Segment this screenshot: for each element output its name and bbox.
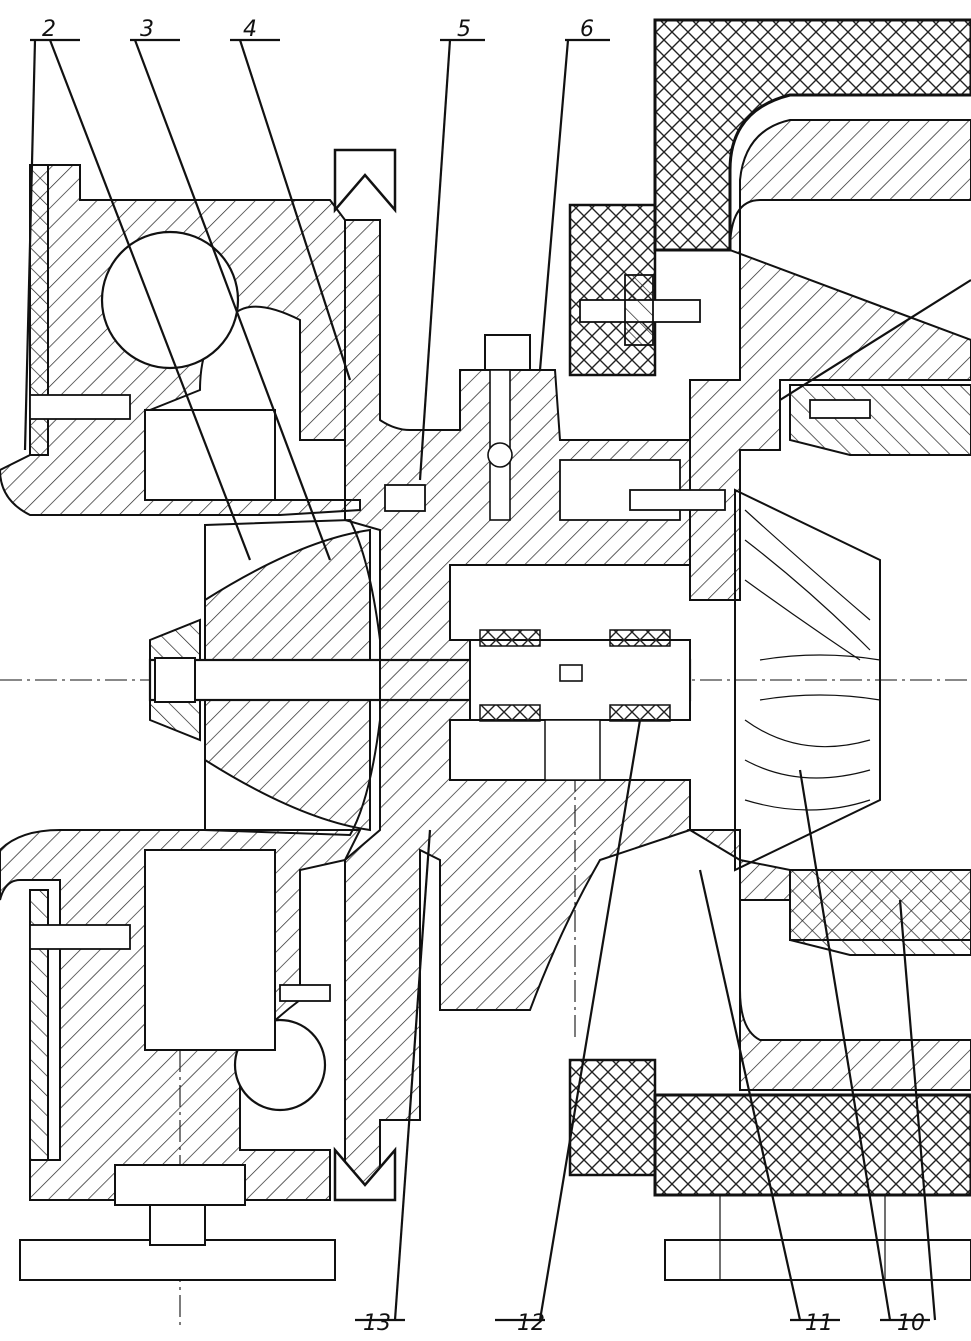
- callout-4: 4: [243, 17, 257, 42]
- callout-leaders: [23, 38, 971, 1322]
- callout-5: 5: [457, 17, 471, 42]
- v-band-clamp: [333, 148, 397, 1202]
- callout-10: 10: [897, 1311, 925, 1336]
- callout-2: 2: [42, 17, 56, 42]
- compressor-housing: [0, 164, 362, 1201]
- callout-13: 13: [363, 1311, 391, 1336]
- mounting-feet: [19, 1164, 971, 1281]
- bolts: [279, 274, 871, 1002]
- callout-6: 6: [580, 17, 594, 42]
- callout-11: 11: [805, 1311, 833, 1336]
- callout-3: 3: [140, 17, 154, 42]
- turbine-housing: [686, 119, 971, 1091]
- inlet-flange: [29, 164, 131, 1161]
- turbine-wheel: [734, 488, 881, 872]
- callout-12: 12: [517, 1311, 545, 1336]
- rotor-shaft: [148, 629, 692, 722]
- turbine-insulation: [568, 18, 971, 1197]
